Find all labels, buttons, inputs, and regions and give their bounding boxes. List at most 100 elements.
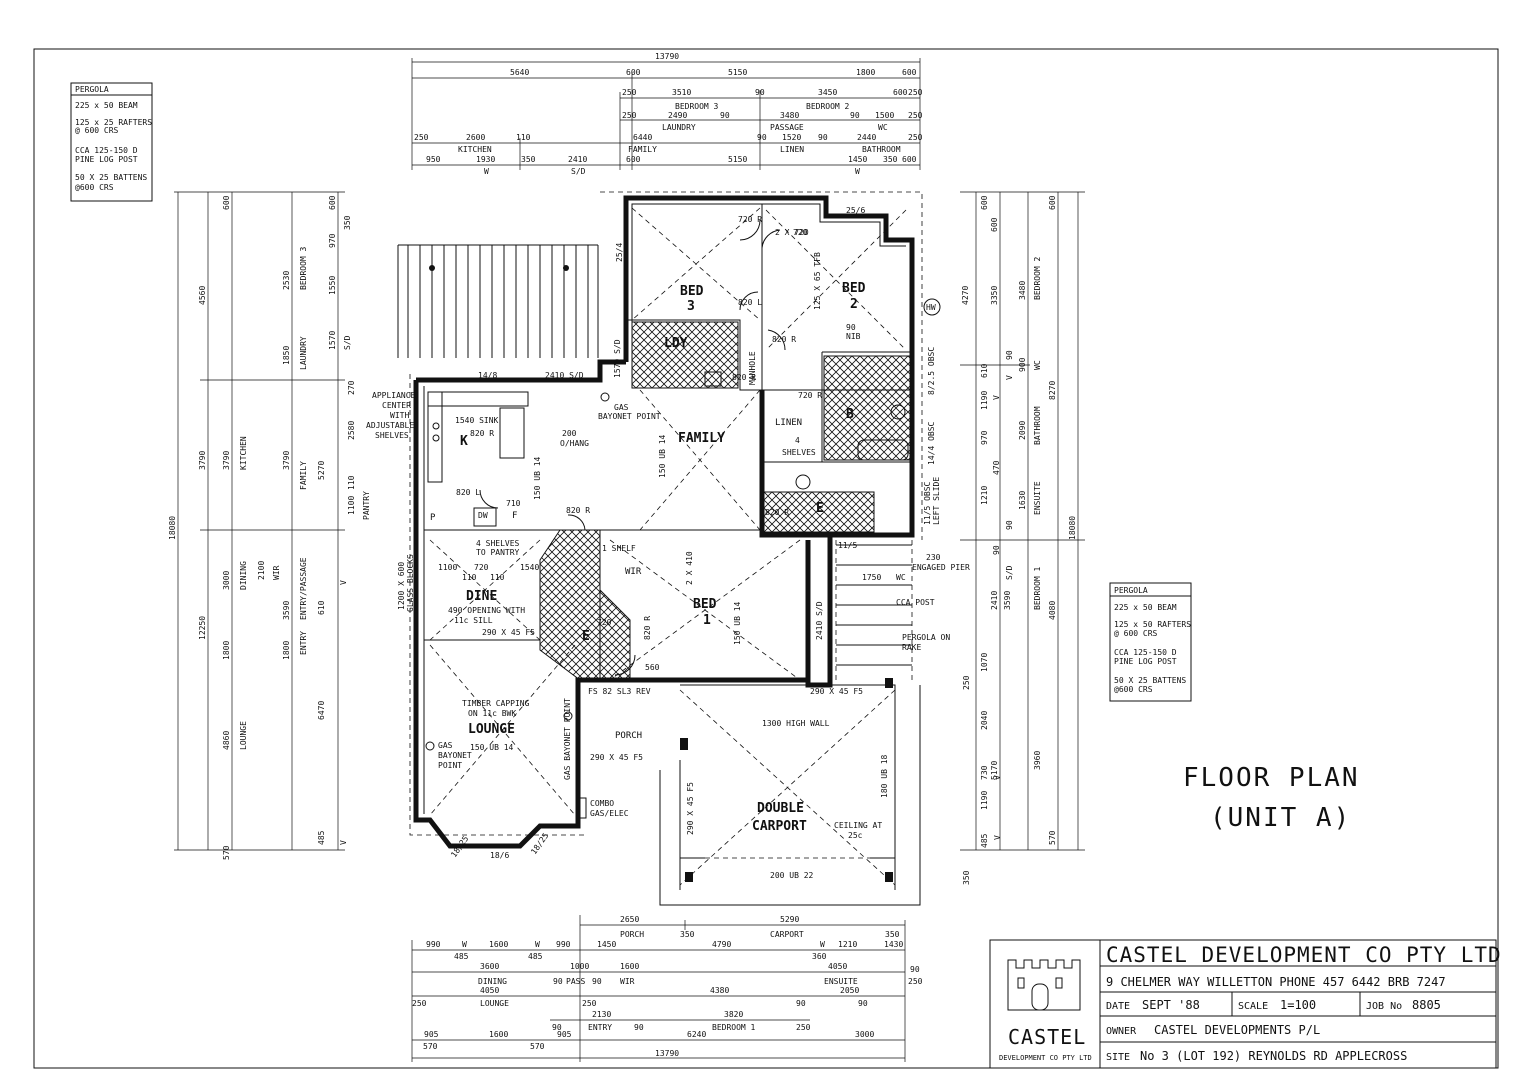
svg-text:12250: 12250 <box>198 616 207 640</box>
svg-text:GAS/ELEC: GAS/ELEC <box>590 809 629 818</box>
svg-text:820 R: 820 R <box>470 429 494 438</box>
svg-text:950: 950 <box>426 155 441 164</box>
house-walls <box>413 195 915 849</box>
svg-text:SHELVES: SHELVES <box>375 431 409 440</box>
ensuite-floor <box>763 491 875 533</box>
svg-text:2580: 2580 <box>347 421 356 440</box>
svg-text:1300 HIGH WALL: 1300 HIGH WALL <box>762 719 830 728</box>
logo-word: CASTEL <box>1008 1025 1086 1049</box>
svg-text:V: V <box>993 835 1002 840</box>
svg-text:150 UB 14: 150 UB 14 <box>658 434 667 478</box>
owner-value: CASTEL DEVELOPMENTS P/L <box>1154 1023 1320 1037</box>
svg-text:360: 360 <box>812 952 827 961</box>
svg-text:820 R: 820 R <box>643 616 652 640</box>
carport <box>659 678 921 906</box>
svg-text:125 X 65 TFB: 125 X 65 TFB <box>813 252 822 310</box>
door-labels: 720 R 720 820 L 820 R 820 R 720 R 820 R … <box>456 215 822 676</box>
svg-text:600: 600 <box>626 68 641 77</box>
svg-text:F: F <box>512 511 517 521</box>
svg-text:990: 990 <box>556 940 571 949</box>
svg-text:DATE: DATE <box>1106 1001 1130 1012</box>
svg-text:905: 905 <box>424 1030 439 1039</box>
svg-text:8270: 8270 <box>1048 381 1057 400</box>
svg-text:6470: 6470 <box>317 701 326 720</box>
svg-text:250: 250 <box>908 133 923 142</box>
room-wir-label: WIR <box>625 567 642 577</box>
svg-text:90: 90 <box>553 977 563 986</box>
room-lounge-label: LOUNGE <box>468 722 515 737</box>
pergola-note-left-title: PERGOLA <box>75 85 109 94</box>
svg-text:S/D: S/D <box>571 167 586 176</box>
svg-text:3480: 3480 <box>780 111 799 120</box>
svg-text:1800: 1800 <box>282 641 291 660</box>
room-entry-label: E <box>582 629 590 644</box>
svg-text:350: 350 <box>343 215 352 230</box>
entry-floor <box>539 529 631 681</box>
svg-text:SCALE: SCALE <box>1238 1001 1268 1012</box>
svg-text:14/4 OBSC: 14/4 OBSC <box>927 421 936 465</box>
svg-text:570: 570 <box>1048 830 1057 845</box>
svg-text:1800: 1800 <box>222 641 231 660</box>
pergola-right <box>835 540 913 680</box>
svg-text:DINING: DINING <box>239 561 248 590</box>
svg-text:350: 350 <box>680 930 695 939</box>
svg-text:1500: 1500 <box>875 111 894 120</box>
svg-text:LAUNDRY: LAUNDRY <box>299 336 308 370</box>
svg-text:APPLIANCE: APPLIANCE <box>372 391 416 400</box>
svg-text:270: 270 <box>347 380 356 395</box>
svg-text:2: 2 <box>850 297 858 312</box>
svg-text:11/5: 11/5 <box>838 541 857 550</box>
room-bed3-label: BED <box>680 284 704 299</box>
laundry-floor <box>631 321 739 389</box>
room-family-label: FAMILY <box>678 431 725 446</box>
svg-text:600: 600 <box>990 217 999 232</box>
svg-text:OWNER: OWNER <box>1106 1026 1137 1037</box>
svg-text:90: 90 <box>910 965 920 974</box>
svg-text:1200 X 600: 1200 X 600 <box>397 562 406 610</box>
svg-text:LOUNGE: LOUNGE <box>480 999 509 1008</box>
svg-text:570: 570 <box>530 1042 545 1051</box>
svg-text:LINEN: LINEN <box>780 145 804 154</box>
svg-text:50 X 25 BATTENS: 50 X 25 BATTENS <box>1114 676 1186 685</box>
svg-text:4050: 4050 <box>480 986 499 995</box>
svg-text:90: 90 <box>757 133 767 142</box>
svg-text:1210: 1210 <box>980 486 989 505</box>
drawing-title-line2: (UNIT A) <box>1210 803 1351 833</box>
svg-text:90: 90 <box>592 977 602 986</box>
svg-text:PERGOLA ON: PERGOLA ON <box>902 633 950 642</box>
svg-text:50 X 25 BATTENS: 50 X 25 BATTENS <box>75 173 147 182</box>
svg-text:1630: 1630 <box>1018 491 1027 510</box>
svg-text:W: W <box>462 940 467 949</box>
svg-text:290 X 45 F5: 290 X 45 F5 <box>482 628 535 637</box>
room-kitchen-label: K <box>460 434 468 449</box>
svg-text:WC: WC <box>896 573 906 582</box>
svg-text:18/6: 18/6 <box>490 851 509 860</box>
svg-text:1190: 1190 <box>980 791 989 810</box>
svg-text:4790: 4790 <box>712 940 731 949</box>
svg-text:90: 90 <box>720 111 730 120</box>
room-ensuite-label: E <box>816 501 824 516</box>
svg-text:230: 230 <box>926 553 941 562</box>
svg-text:2410: 2410 <box>990 591 999 610</box>
svg-text:3790: 3790 <box>282 451 291 470</box>
svg-text:SITE: SITE <box>1106 1052 1130 1063</box>
svg-text:SHELVES: SHELVES <box>782 448 816 457</box>
svg-text:3510: 3510 <box>672 88 691 97</box>
svg-text:110: 110 <box>490 573 505 582</box>
svg-text:4380: 4380 <box>710 986 729 995</box>
svg-text:5640: 5640 <box>510 68 529 77</box>
basin-icon <box>795 474 811 490</box>
svg-text:2600: 2600 <box>466 133 485 142</box>
svg-text:V: V <box>993 775 1002 780</box>
svg-text:5170: 5170 <box>990 761 999 780</box>
svg-text:470: 470 <box>992 460 1001 475</box>
company-address: 9 CHELMER WAY WILLETTON PHONE 457 6442 B… <box>1106 975 1446 989</box>
svg-text:1 SHELF: 1 SHELF <box>602 544 636 553</box>
svg-text:905: 905 <box>557 1030 572 1039</box>
svg-text:LEFT SLIDE: LEFT SLIDE <box>932 477 941 525</box>
svg-text:350: 350 <box>962 870 971 885</box>
svg-text:600: 600 <box>222 195 231 210</box>
svg-text:1850: 1850 <box>282 346 291 365</box>
svg-text:BAYONET: BAYONET <box>438 751 472 760</box>
